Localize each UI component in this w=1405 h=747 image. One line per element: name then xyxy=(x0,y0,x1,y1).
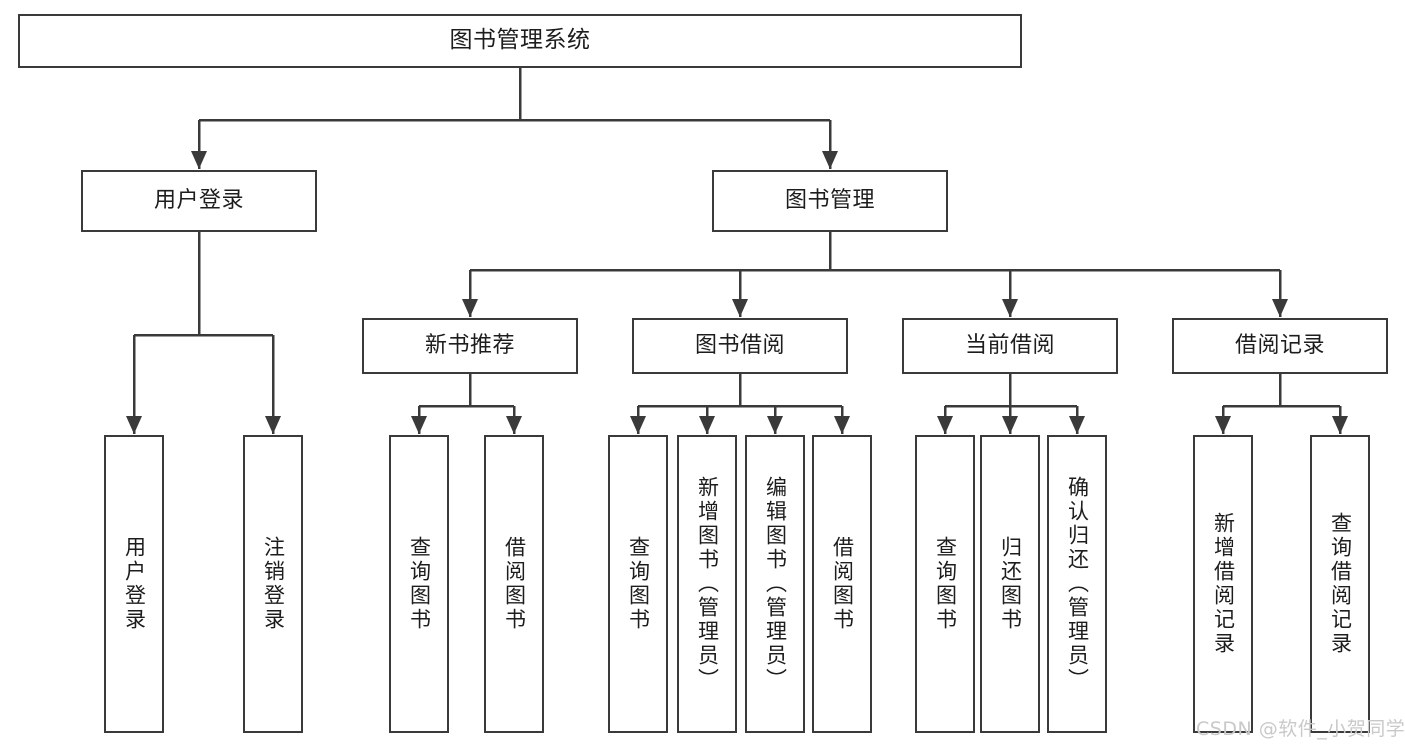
node-c-return[interactable]: 归还图书 xyxy=(980,435,1040,733)
node-label: 借阅图书 xyxy=(830,536,855,632)
node-b-query[interactable]: 查询图书 xyxy=(608,435,668,733)
node-b-edit[interactable]: 编辑图书（管理员） xyxy=(745,435,805,733)
node-login[interactable]: 用户登录 xyxy=(81,170,317,232)
node-label: 借阅图书 xyxy=(502,536,527,632)
node-l-logout[interactable]: 注销登录 xyxy=(243,435,303,733)
node-label: 查询图书 xyxy=(933,536,958,632)
node-label: 查询借阅记录 xyxy=(1328,512,1353,656)
node-label: 图书借阅 xyxy=(694,333,785,359)
node-label: 用户登录 xyxy=(153,188,244,214)
node-c-query[interactable]: 查询图书 xyxy=(915,435,975,733)
node-label: 新增图书（管理员） xyxy=(695,476,720,692)
node-r-query[interactable]: 查询借阅记录 xyxy=(1310,435,1370,733)
watermark: CSDN @软件_小贺同学 xyxy=(1196,718,1405,740)
node-label: 归还图书 xyxy=(998,536,1023,632)
node-label: 当前借阅 xyxy=(964,333,1055,359)
node-bookmgmt[interactable]: 图书管理 xyxy=(712,170,948,232)
node-label: 查询图书 xyxy=(407,536,432,632)
node-n-borrow[interactable]: 借阅图书 xyxy=(484,435,544,733)
node-label: 编辑图书（管理员） xyxy=(763,476,788,692)
node-records[interactable]: 借阅记录 xyxy=(1172,318,1388,374)
node-n-query[interactable]: 查询图书 xyxy=(389,435,449,733)
node-label: 借阅记录 xyxy=(1234,333,1325,359)
node-c-confirm[interactable]: 确认归还（管理员） xyxy=(1047,435,1107,733)
node-label: 新增借阅记录 xyxy=(1211,512,1236,656)
node-label: 新书推荐 xyxy=(424,333,515,359)
node-root[interactable]: 图书管理系统 xyxy=(18,14,1022,68)
node-b-lend[interactable]: 借阅图书 xyxy=(812,435,872,733)
node-r-add[interactable]: 新增借阅记录 xyxy=(1193,435,1253,733)
node-label: 查询图书 xyxy=(626,536,651,632)
node-label: 用户登录 xyxy=(122,536,147,632)
node-label: 图书管理 xyxy=(784,188,875,214)
node-label: 图书管理系统 xyxy=(449,27,591,54)
node-label: 确认归还（管理员） xyxy=(1065,476,1090,692)
node-borrow[interactable]: 图书借阅 xyxy=(632,318,848,374)
node-current[interactable]: 当前借阅 xyxy=(902,318,1118,374)
node-newbook[interactable]: 新书推荐 xyxy=(362,318,578,374)
node-label: 注销登录 xyxy=(261,536,286,632)
node-b-add[interactable]: 新增图书（管理员） xyxy=(677,435,737,733)
node-l-login[interactable]: 用户登录 xyxy=(104,435,164,733)
